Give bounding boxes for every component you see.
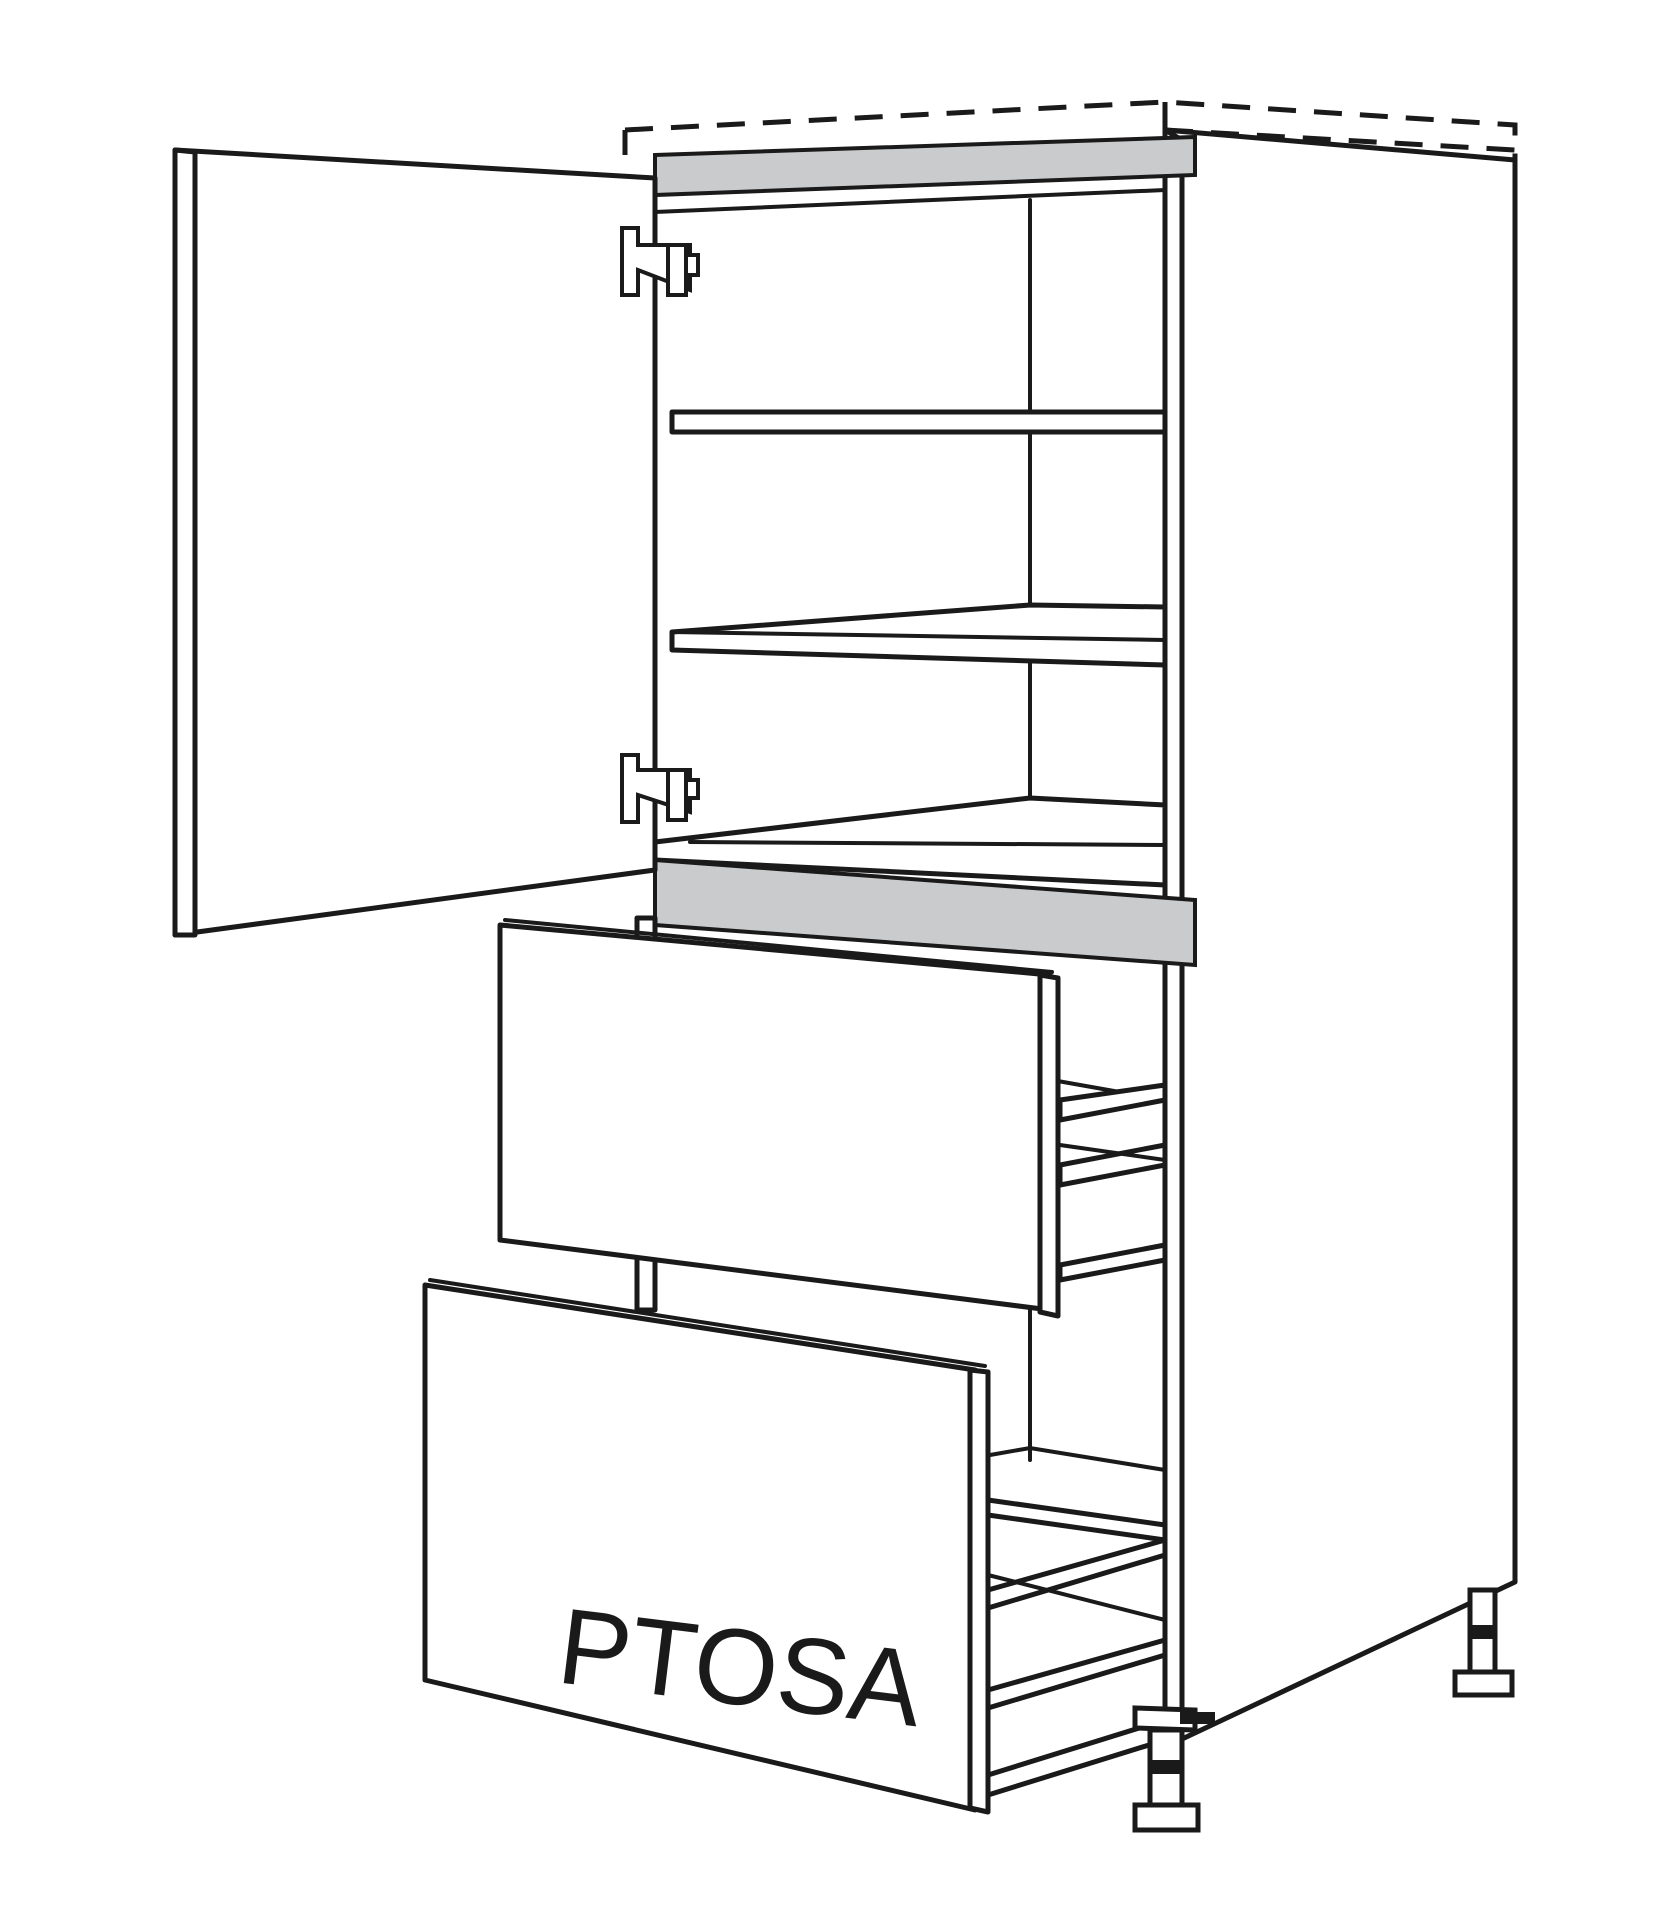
- lower-drawer-box: [985, 1445, 1168, 1798]
- leg-front: [1132, 1705, 1215, 1833]
- top-rail: [653, 134, 1197, 198]
- shelf-middle: [669, 602, 1168, 668]
- top-rail-under: [653, 188, 1167, 214]
- upper-drawer-box: [1050, 1078, 1168, 1283]
- side-panel: [1162, 127, 1518, 1743]
- hinge-lower: [620, 753, 700, 824]
- middle-rail: [653, 857, 1197, 968]
- shelf-upper: [669, 409, 1168, 435]
- leg-right: [1452, 1587, 1515, 1698]
- open-door: [172, 147, 658, 938]
- hinge-upper: [620, 226, 700, 297]
- lower-drawer-front: [422, 1278, 991, 1815]
- upper-drawer-front: [497, 918, 1061, 1319]
